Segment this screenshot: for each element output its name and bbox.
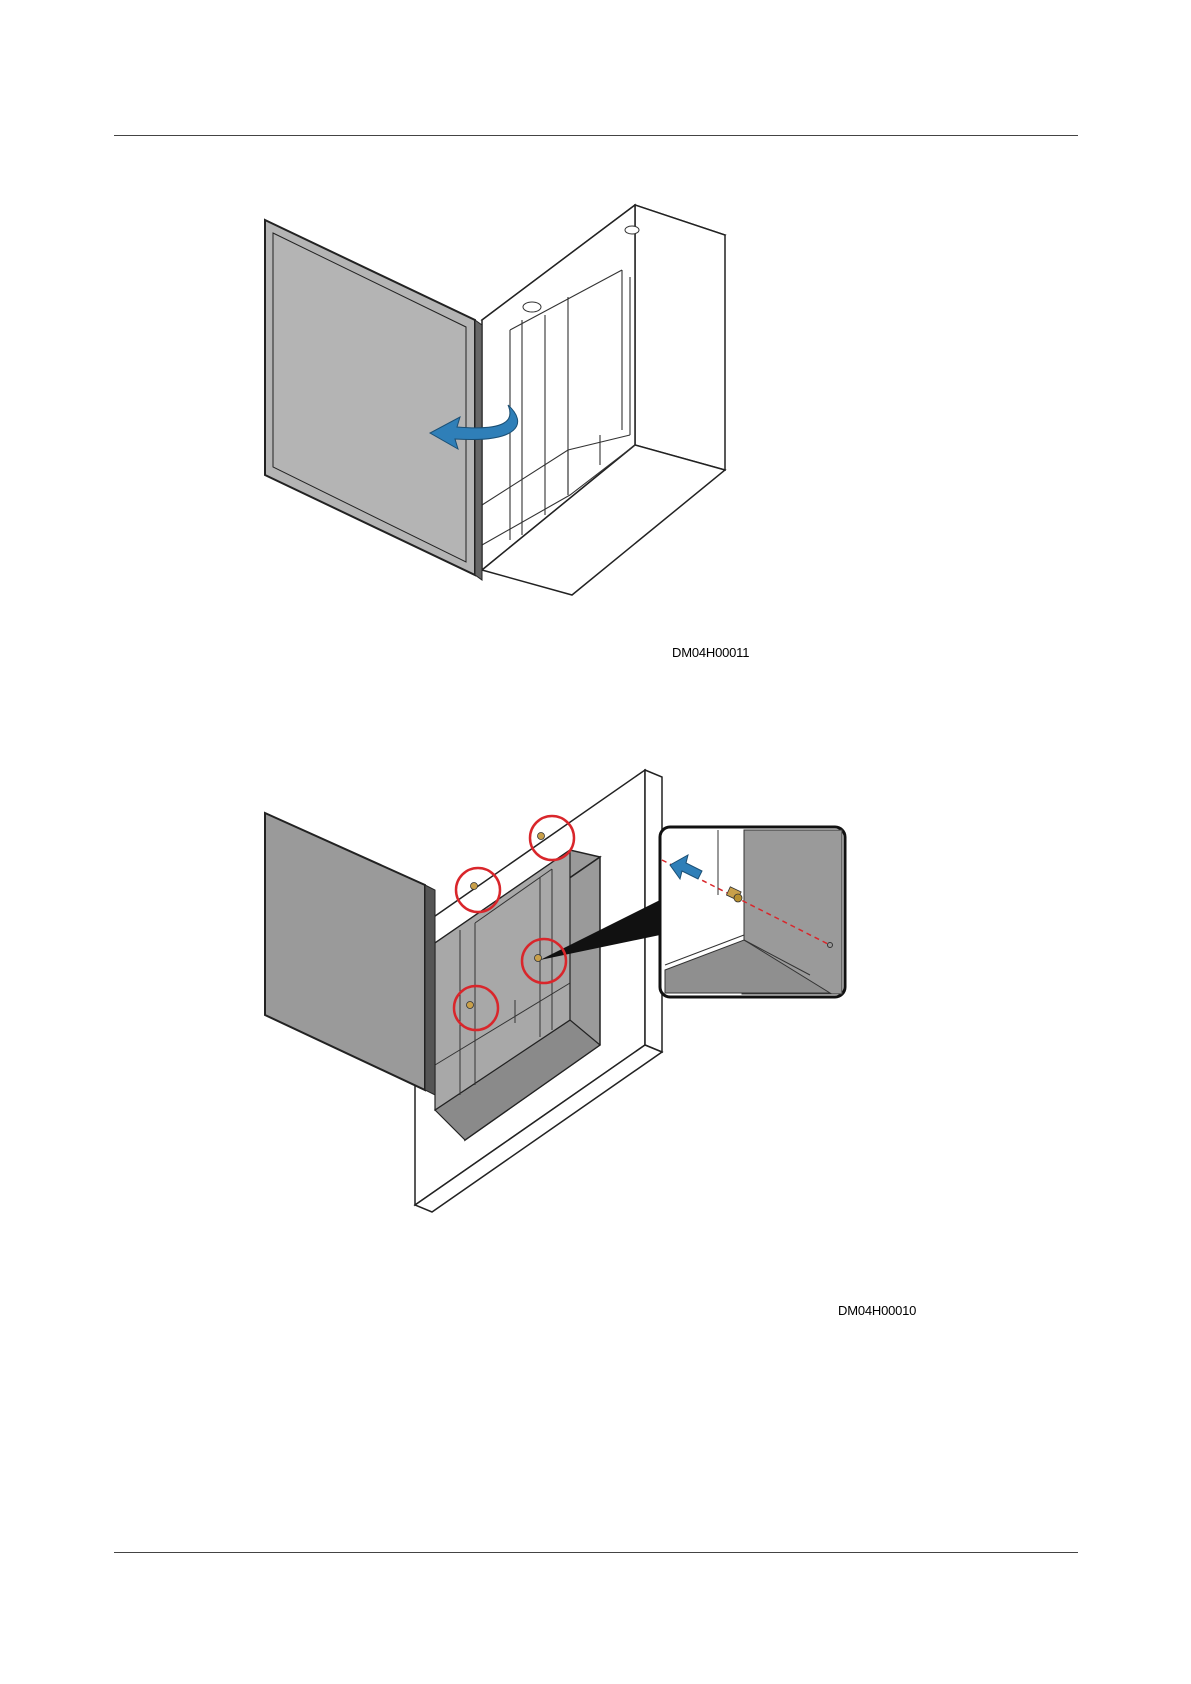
door-panel xyxy=(265,813,425,1090)
mounting-screws-illustration xyxy=(270,765,930,1295)
figure-id-label: DM04H00010 xyxy=(838,1303,916,1318)
cabinet-right-face xyxy=(635,205,725,470)
figure-mounting-screws xyxy=(270,765,930,1295)
header-rule xyxy=(114,135,1078,136)
figure-id-label: DM04H00011 xyxy=(672,645,749,660)
door-edge xyxy=(475,320,482,580)
door-opening-illustration xyxy=(270,195,770,635)
door-inner-panel xyxy=(273,233,466,562)
footer-rule xyxy=(114,1552,1078,1553)
detail-callout-box xyxy=(660,827,845,997)
cable-hole-top xyxy=(523,302,541,312)
figure-door-opening xyxy=(270,195,770,635)
cable-hole-right xyxy=(625,226,639,234)
door-edge xyxy=(425,885,435,1095)
